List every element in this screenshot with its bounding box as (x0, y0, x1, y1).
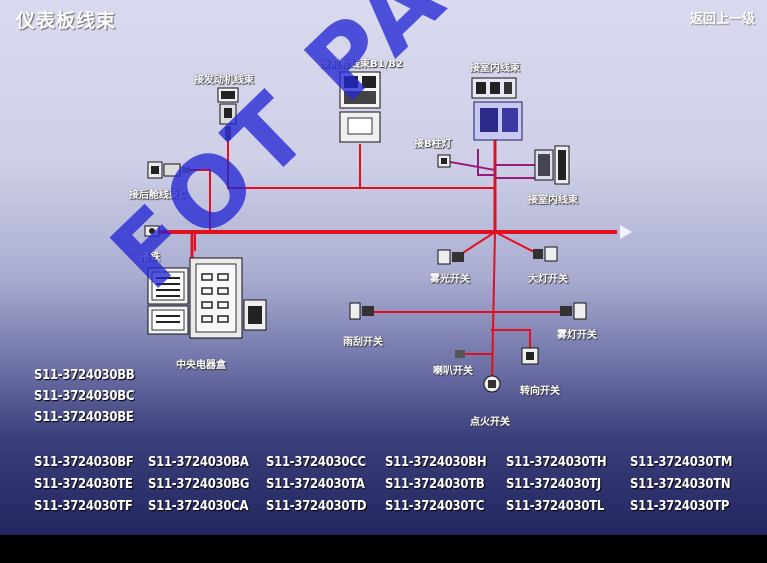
label-indoor-harness-right: 接室内线束 (528, 195, 578, 206)
ground-terminal (144, 225, 160, 237)
connector-b-pillar (437, 154, 451, 168)
connector-indoor-top (471, 77, 523, 141)
connector-turn-switch (521, 347, 539, 365)
page-title: 仪表板线束 (16, 10, 117, 32)
part-number[interactable]: S11-3724030CA (148, 499, 249, 514)
connector-wiper-switch (349, 302, 374, 320)
connector-indoor-right (534, 145, 570, 185)
wire-turn-switch (491, 329, 531, 353)
connector-fog-switch (437, 249, 464, 265)
part-number[interactable]: S11-3724030BC (34, 389, 135, 404)
wire-b-pillar (448, 160, 497, 172)
central-electrical-box (147, 257, 267, 339)
label-central-box: 中央电器盒 (176, 360, 226, 371)
diagram-stage: 仪表板线束 返回上一级 (0, 0, 767, 535)
label-engine-harness: 接发动机线束 (194, 75, 254, 86)
label-ground: 搭铁 (140, 252, 160, 263)
label-fog-switch: 雾光开关 (430, 274, 470, 285)
part-number[interactable]: S11-3724030TP (630, 499, 730, 514)
label-wiper-switch: 雨刮开关 (343, 337, 383, 348)
part-number[interactable]: S11-3724030TM (630, 455, 733, 470)
label-b-pillar: 接B柱灯 (414, 139, 452, 150)
label-ignition-switch: 点火开关 (470, 417, 510, 428)
part-number[interactable]: S11-3724030TL (506, 499, 605, 514)
label-front-cabin-harness: 接前舱线束B1/B2 (320, 59, 403, 70)
connector-front-cabin-harness (339, 71, 381, 143)
part-number[interactable]: S11-3724030BE (34, 410, 134, 425)
connector-rear-fog-switch (560, 302, 587, 320)
part-number[interactable]: S11-3724030TD (266, 499, 367, 514)
part-number[interactable]: S11-3724030BA (148, 455, 249, 470)
part-number[interactable]: S11-3724030TF (34, 499, 133, 514)
part-number[interactable]: S11-3724030CC (266, 455, 366, 470)
part-number[interactable]: S11-3724030TB (385, 477, 485, 492)
part-number[interactable]: S11-3724030BF (34, 455, 134, 470)
part-number[interactable]: S11-3724030BH (385, 455, 487, 470)
label-horn-switch: 喇叭开关 (433, 366, 473, 377)
wiring-diagram (144, 71, 632, 393)
part-number[interactable]: S11-3724030BG (148, 477, 250, 492)
part-number[interactable]: S11-3724030TC (385, 499, 485, 514)
part-number[interactable]: S11-3724030TH (506, 455, 607, 470)
label-turn-switch: 转向开关 (520, 386, 560, 397)
part-number[interactable]: S11-3724030BB (34, 368, 135, 383)
wire-headlamp-switch (493, 230, 542, 257)
part-number[interactable]: S11-3724030TJ (506, 477, 601, 492)
label-rear-fog-switch: 雾灯开关 (557, 330, 597, 341)
part-number[interactable]: S11-3724030TA (266, 477, 365, 492)
wire-engine-harness (227, 139, 496, 189)
connector-ignition-switch (483, 375, 501, 393)
connector-horn-switch (455, 350, 465, 358)
part-number[interactable]: S11-3724030TE (34, 477, 133, 492)
wire-lower-trunk (490, 230, 497, 382)
part-number[interactable]: S11-3724030TN (630, 477, 731, 492)
label-indoor-harness-top: 接室内线束 (470, 63, 520, 74)
label-left-harness: 接后舱线束C (129, 190, 187, 201)
trunk-arrow-icon (620, 225, 632, 239)
wire-indoor-right (494, 164, 536, 179)
wires (158, 138, 632, 382)
back-link[interactable]: 返回上一级 (689, 12, 755, 27)
label-headlamp-switch: 大灯开关 (528, 274, 568, 285)
wire-ground (161, 231, 196, 251)
connector-engine-harness (217, 87, 239, 140)
wire-left-harness (189, 169, 211, 233)
connector-headlamp-switch (533, 246, 558, 262)
connector-left-harness (147, 161, 190, 179)
